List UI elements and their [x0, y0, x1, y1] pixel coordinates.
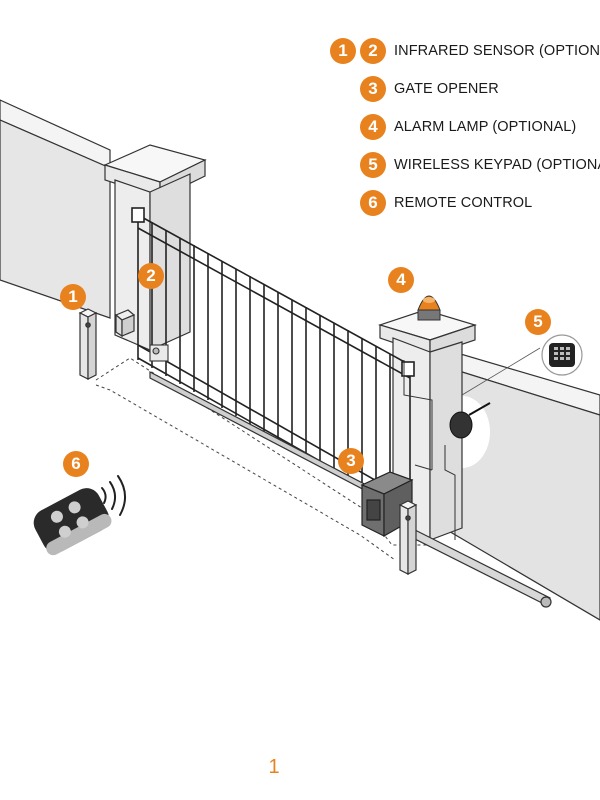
right-photocell-post [398, 500, 418, 575]
remote-control [33, 488, 112, 556]
pillar-sensor-box [114, 309, 136, 338]
legend-item-gate-opener: 3 GATE OPENER [360, 74, 499, 104]
number-badge: 3 [360, 76, 386, 102]
gate-bracket [149, 344, 169, 362]
legend-label: GATE OPENER [394, 81, 499, 97]
number-badge: 5 [360, 152, 386, 178]
callout-infrared-sensor-1: 1 [60, 284, 86, 310]
left-wall [0, 99, 111, 319]
callout-alarm-lamp: 4 [388, 267, 414, 293]
number-badge: 4 [360, 114, 386, 140]
legend-item-alarm-lamp: 4 ALARM LAMP (OPTIONAL) [360, 112, 576, 142]
callout-infrared-sensor-2: 2 [138, 263, 164, 289]
legend-label: REMOTE CONTROL [394, 195, 533, 211]
number-badge: 2 [360, 38, 386, 64]
callout-gate-opener: 3 [338, 448, 364, 474]
legend-item-infrared-sensor: 1 2 INFRARED SENSOR (OPTIONAL) [330, 36, 600, 66]
number-badge: 1 [330, 38, 356, 64]
number-badge: 6 [360, 190, 386, 216]
wall-keypad-reader [449, 347, 541, 439]
signal-waves-icon [101, 475, 126, 516]
legend-item-remote-control: 6 REMOTE CONTROL [360, 188, 532, 218]
wiring [403, 360, 456, 540]
page-number: 1 [268, 756, 280, 778]
legend-label: INFRARED SENSOR (OPTIONAL) [394, 43, 600, 59]
sliding-gate [131, 207, 415, 513]
left-photocell-post [78, 308, 98, 380]
legend-label: ALARM LAMP (OPTIONAL) [394, 119, 577, 135]
ground-track [412, 529, 552, 608]
legend-label: WIRELESS KEYPAD (OPTIONAL) [394, 157, 600, 173]
legend-item-wireless-keypad: 5 WIRELESS KEYPAD (OPTIONAL) [360, 150, 600, 180]
gear-rack [149, 371, 396, 507]
callout-wireless-keypad: 5 [525, 309, 551, 335]
wireless-keypad [541, 334, 583, 376]
alarm-lamp [417, 295, 441, 321]
callout-remote-control: 6 [63, 451, 89, 477]
